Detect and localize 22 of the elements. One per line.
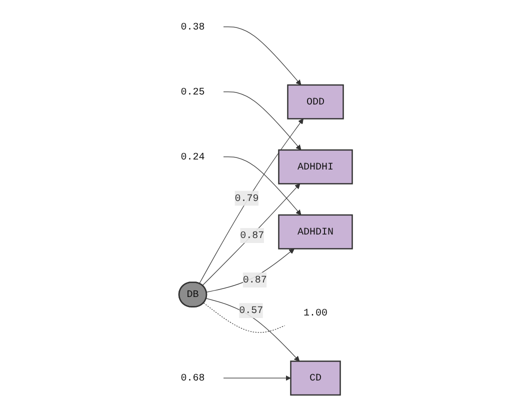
- arrow: [199, 118, 304, 284]
- arrow: [224, 92, 302, 150]
- node-box: ADHDHI: [278, 149, 354, 184]
- arrow: [224, 375, 292, 381]
- node-text: 0.38: [181, 21, 206, 33]
- node-text: 0.25: [181, 86, 206, 98]
- edge-label: 0.57: [240, 304, 264, 316]
- node-box: ADHDIN: [278, 214, 354, 250]
- node-box: ODD: [288, 84, 344, 120]
- node-text: 0.68: [181, 372, 206, 384]
- edge-label: 0.79: [235, 192, 260, 204]
- node-text: 0.24: [181, 151, 206, 163]
- edge-label: 0.87: [240, 230, 265, 242]
- arrow: [206, 298, 300, 362]
- arrow: [206, 248, 295, 292]
- edge-label: 0.87: [243, 274, 268, 286]
- node-text: 1.00: [304, 307, 328, 319]
- node-box: CD: [290, 360, 342, 396]
- arrow: [202, 184, 301, 286]
- arrow: [224, 156, 302, 216]
- connector: [204, 302, 286, 333]
- arrow: [224, 26, 302, 86]
